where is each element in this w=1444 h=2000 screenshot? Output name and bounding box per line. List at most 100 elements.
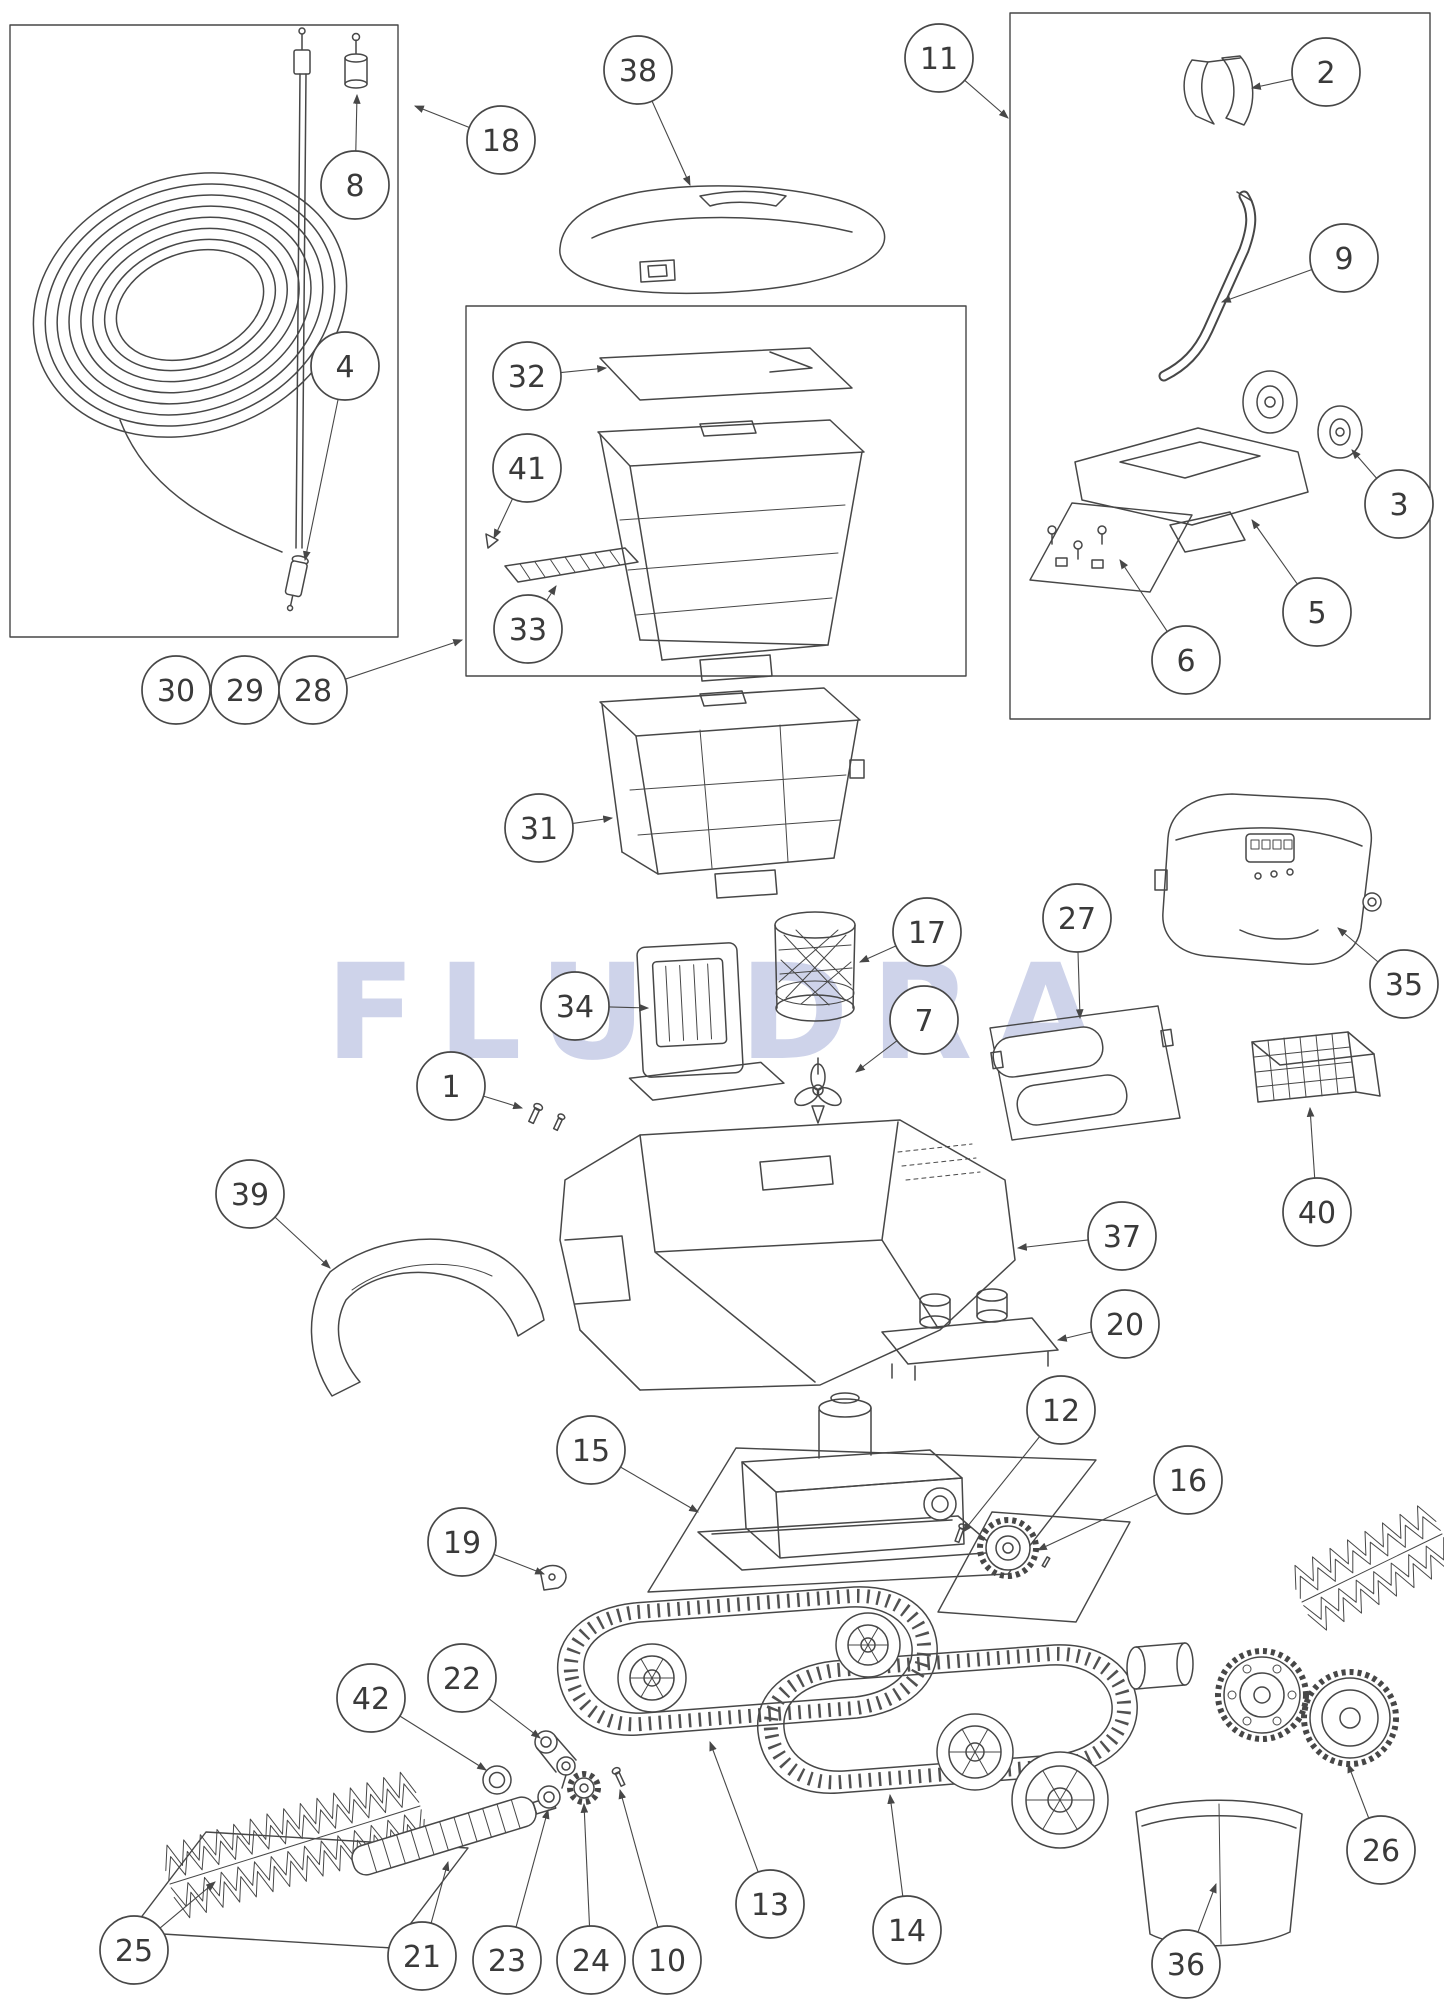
callout-24: 24 — [556, 1802, 626, 1995]
svg-text:3: 3 — [1389, 488, 1408, 523]
svg-text:16: 16 — [1169, 1464, 1207, 1499]
callout-2: 2 — [1250, 37, 1361, 107]
part-8-connector-sketch — [344, 32, 368, 89]
part-33-basket-sketch — [597, 419, 865, 682]
svg-text:31: 31 — [520, 812, 558, 847]
svg-text:35: 35 — [1385, 968, 1423, 1003]
part-12-pin-sketch — [954, 1523, 967, 1544]
part-33-grate-sketch — [504, 547, 639, 583]
part-15-motor-sketch — [697, 1392, 1001, 1571]
part-36-panel-sketch — [1135, 1799, 1303, 1947]
float-cable-sketch — [293, 27, 311, 549]
callout-19: 19 — [427, 1507, 546, 1577]
part-19-clip-sketch — [539, 1564, 567, 1591]
part-42-bearing-sketch — [482, 1765, 512, 1795]
callout-41: 41 — [492, 433, 562, 539]
part-10-screw-sketch — [611, 1766, 626, 1787]
frame-motor — [647, 1447, 1097, 1593]
part-23-washer-sketch — [537, 1785, 561, 1809]
callout-16: 16 — [1037, 1445, 1223, 1551]
part-27-floats-sketch — [990, 1026, 1174, 1126]
frame-gear — [937, 1511, 1131, 1623]
frame-basket-box — [465, 305, 967, 677]
callout-28: 28 — [278, 639, 464, 725]
svg-text:6: 6 — [1176, 644, 1195, 679]
frame-caddy-box — [1009, 12, 1431, 720]
svg-text:17: 17 — [908, 916, 946, 951]
svg-text:23: 23 — [488, 1944, 526, 1979]
svg-text:41: 41 — [508, 452, 546, 487]
svg-text:10: 10 — [648, 1944, 686, 1979]
callout-25: 25 — [99, 1881, 216, 1985]
part-31-canister-sketch — [599, 687, 865, 899]
svg-text:32: 32 — [508, 360, 546, 395]
part-34-panel-sketch — [628, 942, 785, 1101]
part-3-wheels-sketch — [1242, 370, 1363, 459]
callout-33: 33 — [493, 585, 563, 664]
part-17-cartridge-sketch — [774, 911, 856, 1022]
callout-42: 42 — [336, 1663, 487, 1771]
callout-27: 27 — [1042, 883, 1112, 1020]
svg-text:26: 26 — [1362, 1834, 1400, 1869]
part-38-cover-sketch — [559, 185, 886, 295]
part-40-filter-box-sketch — [1251, 1031, 1381, 1103]
part-20-bracket-sketch — [881, 1288, 1059, 1381]
svg-text:24: 24 — [572, 1944, 610, 1979]
callout-1: 1 — [416, 1051, 524, 1121]
svg-text:14: 14 — [888, 1914, 926, 1949]
callout-5: 5 — [1251, 519, 1352, 647]
part-14-track-right-sketch — [756, 1644, 1138, 1794]
svg-text:27: 27 — [1058, 902, 1096, 937]
callout-6: 6 — [1119, 559, 1221, 695]
svg-text:12: 12 — [1042, 1394, 1080, 1429]
callout-26: 26 — [1346, 1762, 1416, 1885]
svg-text:42: 42 — [352, 1682, 390, 1717]
svg-text:22: 22 — [443, 1662, 481, 1697]
part-41-flap-sketch — [485, 533, 499, 549]
frame-hardware — [1029, 502, 1193, 593]
part-25-brush-sketch — [165, 1771, 425, 1919]
svg-text:13: 13 — [751, 1888, 789, 1923]
callout-31: 31 — [504, 793, 614, 863]
callout-35: 35 — [1337, 927, 1439, 1019]
frame-floats — [989, 1005, 1181, 1141]
svg-text:28: 28 — [294, 674, 332, 709]
part-6-hardware-sketch — [1047, 525, 1107, 569]
callout-7: 7 — [855, 985, 959, 1073]
frame-brush — [129, 1831, 469, 1949]
svg-text:2: 2 — [1316, 56, 1335, 91]
svg-text:8: 8 — [345, 169, 364, 204]
callout-23: 23 — [472, 1808, 550, 1995]
callout-13: 13 — [709, 1740, 805, 1939]
callout-18: 18 — [413, 105, 536, 175]
svg-text:38: 38 — [619, 54, 657, 89]
right-brush-sketch — [1294, 1505, 1444, 1631]
svg-text:25: 25 — [115, 1934, 153, 1969]
callout-21: 21 — [387, 1860, 457, 1991]
frame-cable-box — [9, 24, 399, 638]
svg-text:4: 4 — [335, 350, 354, 385]
callout-11: 11 — [904, 23, 1009, 119]
svg-text:37: 37 — [1103, 1220, 1141, 1255]
part-13-track-left-sketch — [556, 1586, 938, 1736]
part-39-handle-sketch — [310, 1238, 545, 1397]
callout-8: 8 — [320, 93, 390, 220]
svg-text:5: 5 — [1307, 596, 1326, 631]
svg-text:36: 36 — [1167, 1948, 1205, 1983]
svg-text:21: 21 — [403, 1940, 441, 1975]
part-26-wheel-group-sketch — [1126, 1642, 1399, 1767]
part-24-gear-hub-sketch — [567, 1771, 601, 1805]
part-1-screws-sketch — [528, 1102, 566, 1132]
callout-10: 10 — [618, 1788, 702, 1995]
svg-text:40: 40 — [1298, 1196, 1336, 1231]
callout-39: 39 — [215, 1159, 331, 1269]
svg-text:39: 39 — [231, 1178, 269, 1213]
callout-38: 38 — [603, 35, 691, 187]
track-wheels-sketch — [617, 1612, 1109, 1849]
callout-36: 36 — [1151, 1882, 1221, 1999]
svg-text:30: 30 — [157, 674, 195, 709]
callout-34: 34 — [540, 971, 650, 1041]
part-32-lid-sketch — [599, 347, 853, 401]
